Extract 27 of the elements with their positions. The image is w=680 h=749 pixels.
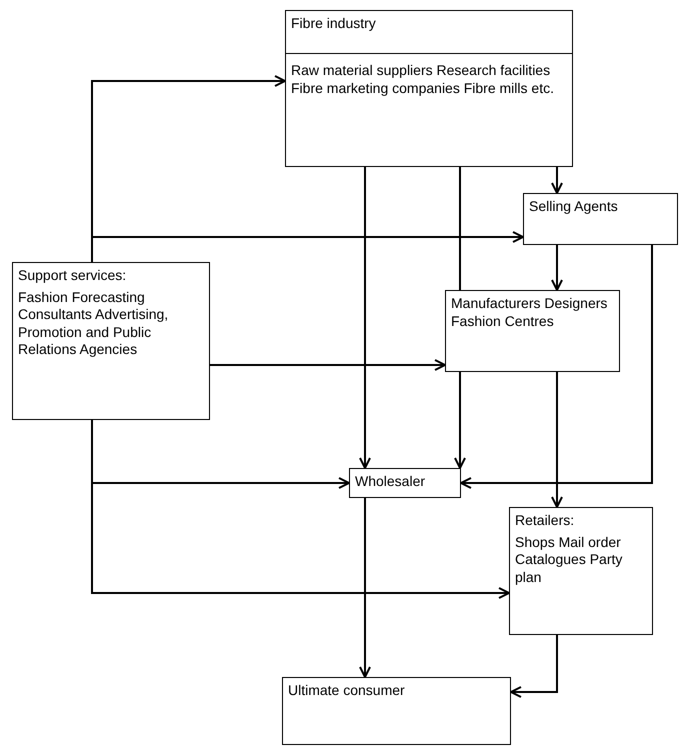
arrow xyxy=(359,498,371,678)
heading-text: Fibre industry xyxy=(291,15,376,31)
arrow xyxy=(210,359,446,371)
body-text: Shops Mail order Catalogues Party plan xyxy=(515,534,622,584)
process-box xyxy=(12,262,210,420)
arrow xyxy=(551,167,563,194)
heading-text: Retailers: xyxy=(515,512,574,528)
arrow xyxy=(359,167,371,469)
arrow xyxy=(510,635,558,698)
body-text: Raw material suppliers Research facilities Fibre marketing companies Fibre mills etc. xyxy=(291,62,554,96)
connector-line xyxy=(459,167,461,290)
arrow xyxy=(460,245,653,489)
box-text: Selling Agents xyxy=(529,198,618,214)
process-box xyxy=(523,193,678,245)
process-box xyxy=(509,507,653,635)
process-box xyxy=(445,290,620,372)
process-box xyxy=(282,677,511,745)
body-text: Fashion Forecasting Consultants Advertising, Promotion and Public Relations Agencies xyxy=(18,288,168,357)
box-text: Manufacturers Designers Fashion Centres xyxy=(451,295,608,328)
arrow xyxy=(454,372,466,469)
box-text: Ultimate consumer xyxy=(288,682,405,698)
arrow xyxy=(551,245,563,291)
process-box xyxy=(285,10,573,167)
process-box xyxy=(349,468,461,498)
box-text: Wholesaler xyxy=(355,473,426,489)
arrow xyxy=(551,372,563,508)
heading-text: Support services: xyxy=(18,267,126,283)
